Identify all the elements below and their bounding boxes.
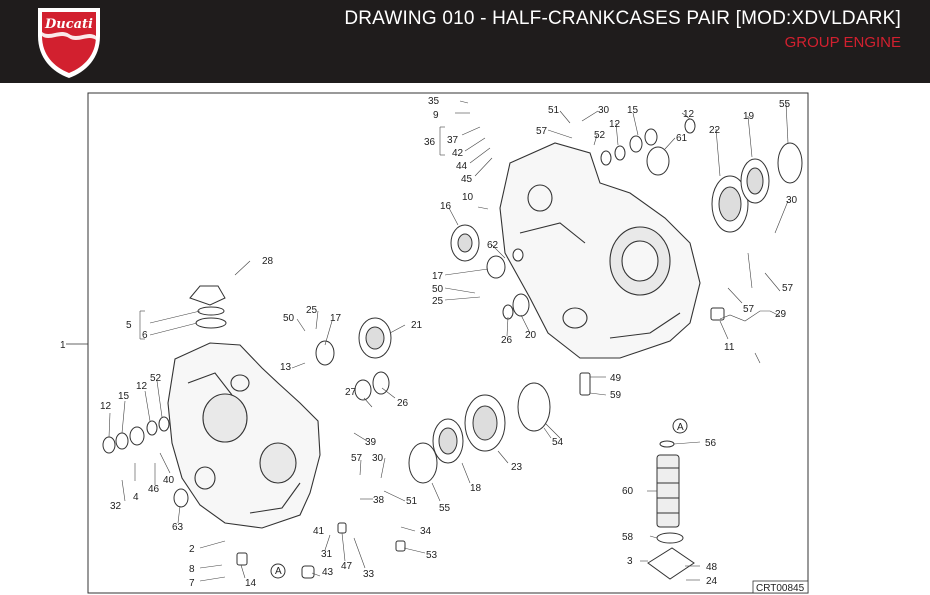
callout-label: 49 bbox=[610, 373, 622, 384]
callout-label: 18 bbox=[470, 483, 482, 494]
leader-lines bbox=[108, 100, 789, 582]
callout-label: 4 bbox=[133, 492, 139, 503]
callout-label: 7 bbox=[189, 578, 195, 589]
callout-label: 12 bbox=[683, 109, 695, 120]
callout-label: 57 bbox=[743, 304, 755, 315]
callout-label: 57 bbox=[351, 453, 363, 464]
callout-label: 3 bbox=[627, 556, 633, 567]
callout-label: 12 bbox=[609, 119, 621, 130]
callout-label: 24 bbox=[706, 576, 718, 587]
ducati-logo: Ducati bbox=[38, 8, 100, 78]
callout-label: 55 bbox=[439, 503, 451, 514]
drawing-code: CRT00845 bbox=[756, 583, 805, 594]
callout-label: 26 bbox=[397, 398, 409, 409]
callout-label: 25 bbox=[306, 305, 318, 316]
left-bearings bbox=[102, 317, 551, 508]
callout-label: 46 bbox=[148, 484, 160, 495]
callout-label: 6 bbox=[142, 330, 148, 341]
callout-label: 52 bbox=[150, 373, 162, 384]
callout-label: 30 bbox=[786, 195, 798, 206]
left-half-crankcase bbox=[167, 342, 321, 529]
callout-label: 57 bbox=[782, 283, 794, 294]
callout-label: 9 bbox=[433, 110, 439, 121]
callout-label: 59 bbox=[610, 390, 622, 401]
callout-label: 17 bbox=[330, 313, 342, 324]
callout-label: 57 bbox=[536, 126, 548, 137]
callout-label: 19 bbox=[743, 111, 755, 122]
callout-label: 26 bbox=[501, 335, 513, 346]
callout-label: 39 bbox=[365, 437, 377, 448]
callout-label: 40 bbox=[163, 475, 175, 486]
callout-label: 2 bbox=[189, 544, 195, 555]
callout-label: 42 bbox=[452, 148, 464, 159]
callout-label: 12 bbox=[100, 401, 112, 412]
callout-label: 62 bbox=[487, 240, 499, 251]
callout-label: 20 bbox=[525, 330, 537, 341]
oil-filter-parts bbox=[189, 285, 695, 580]
callout-label: 22 bbox=[709, 125, 721, 136]
callout-label: 56 bbox=[705, 438, 717, 449]
callout-label: 28 bbox=[262, 256, 274, 267]
callout-label: 45 bbox=[461, 174, 473, 185]
callout-label: 35 bbox=[428, 96, 440, 107]
callout-label: 34 bbox=[420, 526, 432, 537]
callout-label: 47 bbox=[341, 561, 353, 572]
callout-label: 5 bbox=[126, 320, 132, 331]
callout-label: 1 bbox=[60, 340, 66, 351]
callout-label: 12 bbox=[136, 381, 148, 392]
callout-label: 38 bbox=[373, 495, 385, 506]
callout-label: 13 bbox=[280, 362, 292, 373]
callout-label: 53 bbox=[426, 550, 438, 561]
callout-label: 16 bbox=[440, 201, 452, 212]
callout-label: 43 bbox=[322, 567, 334, 578]
callout-label: 15 bbox=[118, 391, 130, 402]
callout-label: 50 bbox=[432, 284, 444, 295]
right-half-crankcase bbox=[499, 142, 701, 359]
callout-label: A bbox=[677, 422, 684, 433]
callout-label: 30 bbox=[372, 453, 384, 464]
callout-label: 51 bbox=[548, 105, 560, 116]
callout-label: 27 bbox=[345, 387, 357, 398]
callout-label: 30 bbox=[598, 105, 610, 116]
callout-label: 25 bbox=[432, 296, 444, 307]
exploded-diagram: 1 28 5 6 50 25 17 21 13 27 26 12 15 12 5… bbox=[60, 92, 809, 594]
page-header: Ducati DRAWING 010 - HALF-CRANKCASES PAI… bbox=[0, 0, 930, 83]
callout-label: 29 bbox=[775, 309, 787, 320]
callout-label: 61 bbox=[676, 133, 688, 144]
callout-label: 63 bbox=[172, 522, 184, 533]
callout-label: 21 bbox=[411, 320, 423, 331]
callout-label: 55 bbox=[779, 99, 791, 110]
callout-label: 15 bbox=[627, 105, 639, 116]
page-subtitle: GROUP ENGINE bbox=[784, 34, 901, 51]
right-bearings bbox=[450, 118, 803, 321]
callout-label: 23 bbox=[511, 462, 523, 473]
callout-label: 44 bbox=[456, 161, 468, 172]
callout-label: 32 bbox=[110, 501, 122, 512]
callout-label: 37 bbox=[447, 135, 459, 146]
callout-label: 31 bbox=[321, 549, 333, 560]
callout-label: 11 bbox=[724, 342, 735, 353]
callout-label: 36 bbox=[424, 137, 436, 148]
callout-label: 8 bbox=[189, 564, 195, 575]
page-title: DRAWING 010 - HALF-CRANKCASES PAIR [MOD:… bbox=[344, 8, 901, 29]
callout-label: 14 bbox=[245, 578, 257, 589]
callout-label: 54 bbox=[552, 437, 564, 448]
logo-text: Ducati bbox=[44, 17, 93, 32]
callout-label: 41 bbox=[313, 526, 325, 537]
callout-label: 52 bbox=[594, 130, 606, 141]
callout-label: 33 bbox=[363, 569, 375, 580]
callout-label: 17 bbox=[432, 271, 444, 282]
callout-label: 60 bbox=[622, 486, 634, 497]
callout-label: 50 bbox=[283, 313, 295, 324]
callout-labels: 1 28 5 6 50 25 17 21 13 27 26 12 15 12 5… bbox=[60, 96, 798, 589]
callout-label: 58 bbox=[622, 532, 634, 543]
callout-label: 51 bbox=[406, 496, 418, 507]
callout-label: A bbox=[275, 566, 282, 577]
callout-label: 10 bbox=[462, 192, 474, 203]
callout-label: 48 bbox=[706, 562, 718, 573]
